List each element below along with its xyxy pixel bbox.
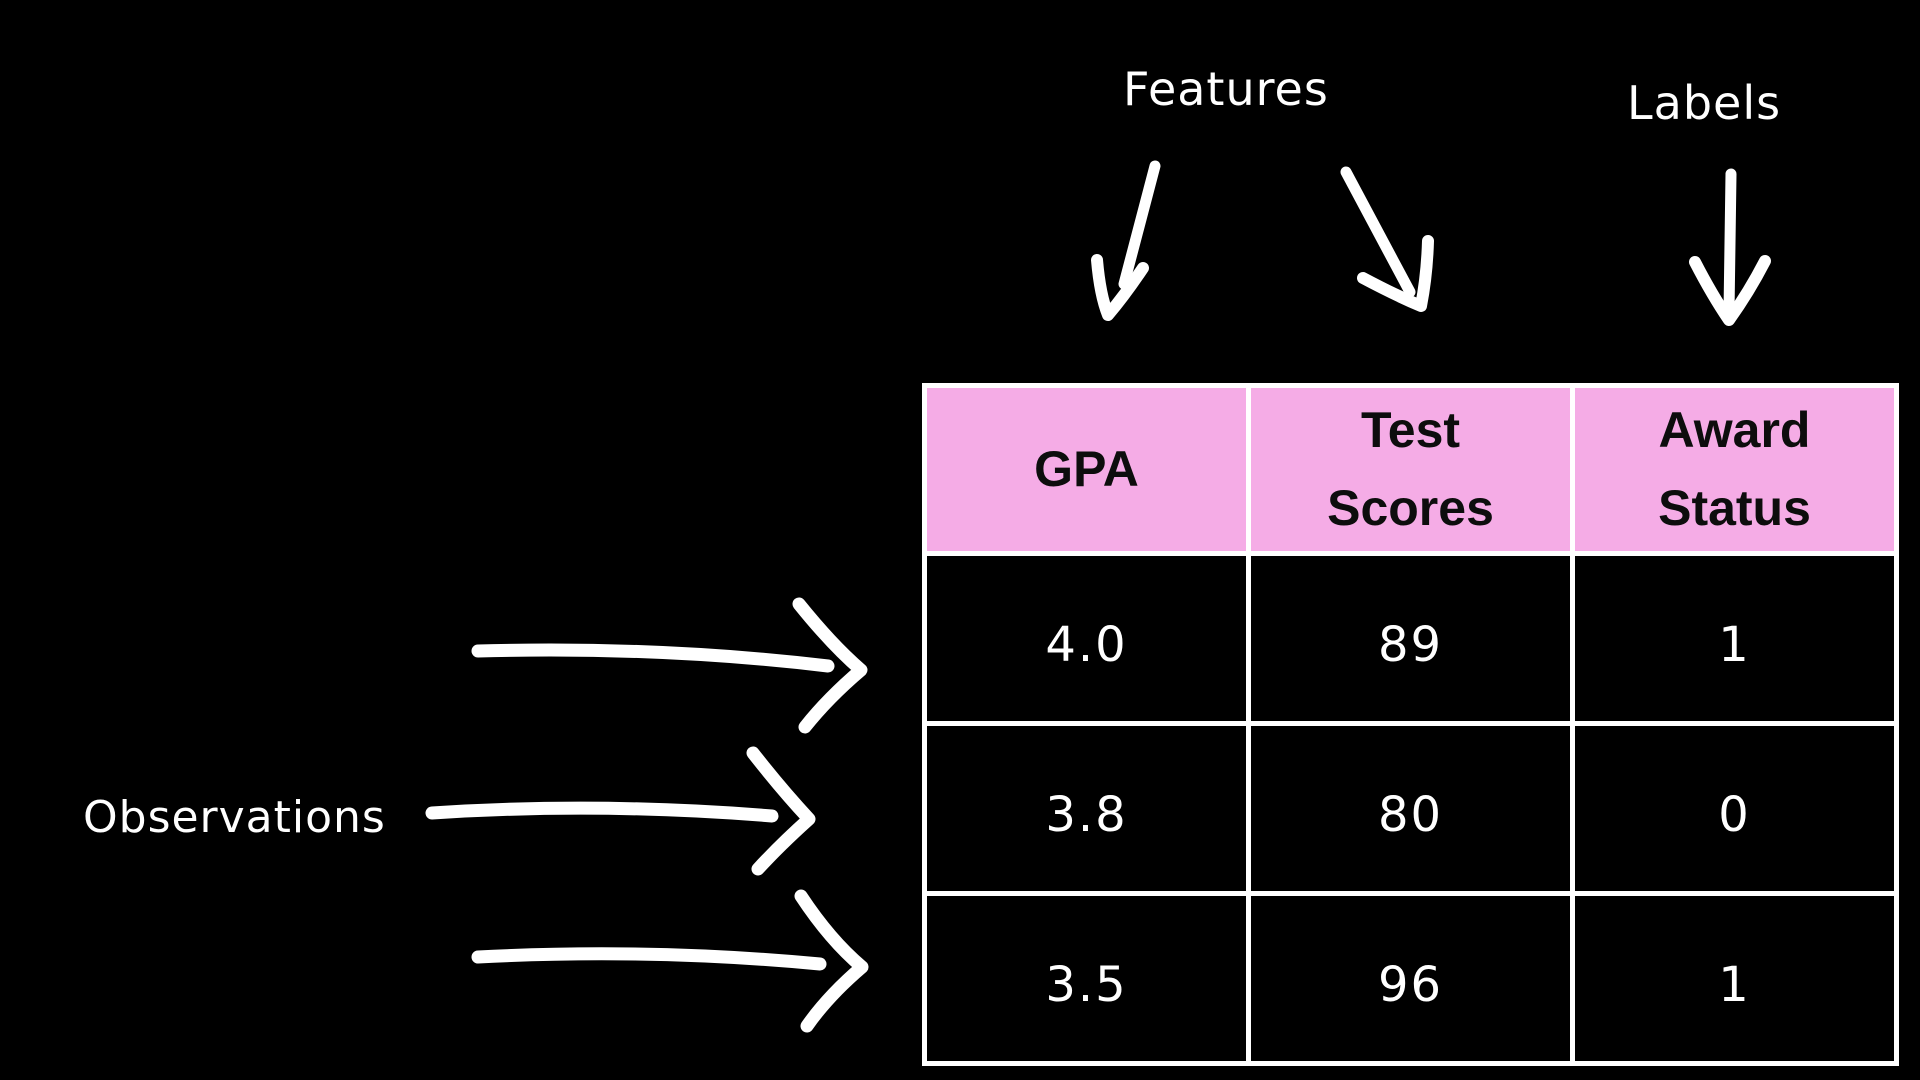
table-cell-r1-gpa: 4.0 xyxy=(927,556,1246,721)
labels-label: Labels xyxy=(1627,76,1782,130)
table-cell-r2-award-status: 0 xyxy=(1575,726,1894,891)
header-cell-test-scores: Test Scores xyxy=(1251,388,1570,551)
dataset-table: GPA Test Scores Award Status 4.0 89 1 3.… xyxy=(922,383,1899,1066)
features-label: Features xyxy=(1123,62,1329,116)
table-cell-r3-award-status: 1 xyxy=(1575,896,1894,1061)
observations-label: Observations xyxy=(83,792,386,843)
table-cell-r1-award-status: 1 xyxy=(1575,556,1894,721)
table-cell-r2-test-scores: 80 xyxy=(1251,726,1570,891)
observation-arrow-3-icon xyxy=(471,889,869,1033)
table-cell-r1-test-scores: 89 xyxy=(1251,556,1570,721)
observation-arrow-1-icon xyxy=(471,597,868,734)
header-cell-gpa: GPA xyxy=(927,388,1246,551)
labels-arrow-icon xyxy=(1689,168,1771,326)
header-cell-award-status: Award Status xyxy=(1575,388,1894,551)
observation-arrow-2-icon xyxy=(425,746,816,876)
table-cell-r2-gpa: 3.8 xyxy=(927,726,1246,891)
table-cell-r3-gpa: 3.5 xyxy=(927,896,1246,1061)
table-cell-r3-test-scores: 96 xyxy=(1251,896,1570,1061)
features-arrow-right-icon xyxy=(1340,166,1434,312)
features-arrow-left-icon xyxy=(1091,160,1161,321)
